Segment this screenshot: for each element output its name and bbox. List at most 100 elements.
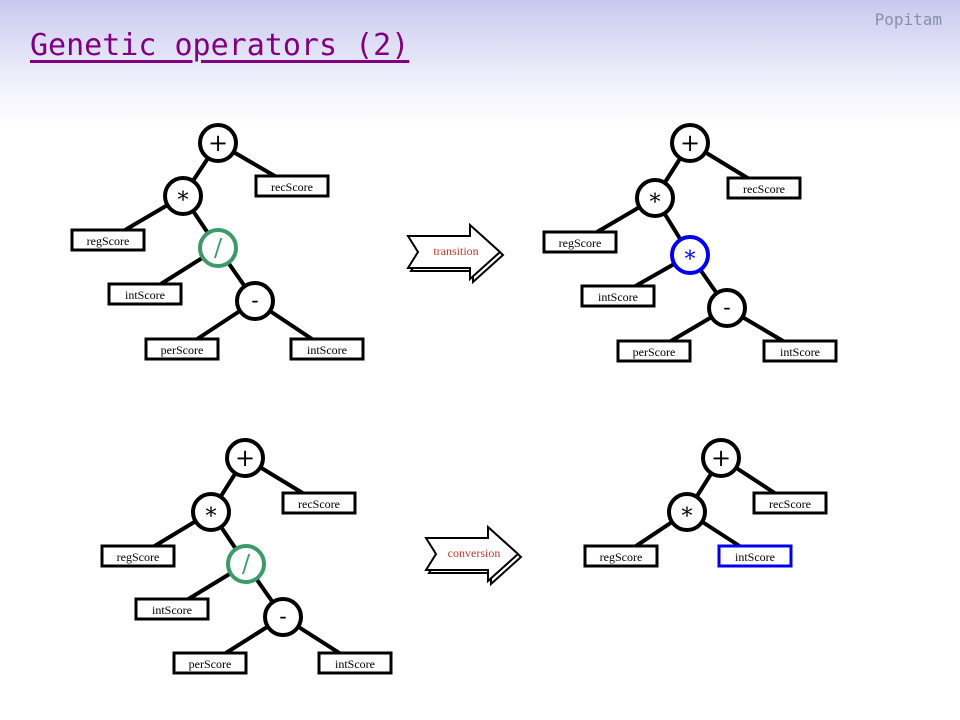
terminal-node: intScore [717,544,793,568]
operator-label: + [235,444,255,472]
terminal-node: intScore [289,337,365,361]
terminal-box [70,228,146,252]
terminal-label: perScore [161,343,204,357]
terminal-label: regScore [117,550,160,564]
terminal-box [583,544,659,568]
arrow-label: transition [433,244,478,258]
slide-title: Genetic operators (2) [30,28,410,63]
arrow-body [406,222,502,282]
operator-node: * [667,492,707,532]
operator-node: + [670,123,710,163]
terminal-label: perScore [633,345,676,359]
terminal-label: intScore [735,550,775,564]
operator-node: * [635,178,675,218]
terminal-label: intScore [307,343,347,357]
terminal-node: regScore [100,544,176,568]
arrow-label: conversion [448,546,501,560]
arrow-body [424,524,520,584]
terminal-label: intScore [780,345,820,359]
terminal-label: intScore [125,288,165,302]
terminal-label: regScore [600,550,643,564]
operator-node: + [225,438,265,478]
operator-label: * [206,505,217,530]
terminal-box [762,339,838,363]
transition-arrow: transition [406,222,505,285]
operator-label: + [208,129,228,157]
operator-label: + [711,444,731,472]
tree-2: + * recScore regScore * intScore - perScore intS… [542,123,838,363]
operator-circle [198,228,238,268]
terminal-label: recScore [298,497,340,511]
operator-label: + [680,129,700,157]
operator-node: * [670,235,710,275]
terminal-node: regScore [542,230,618,254]
terminal-box [281,491,357,515]
operator-label: / [214,234,223,262]
terminal-label: intScore [152,603,192,617]
operator-node: - [263,597,303,637]
terminal-box [100,544,176,568]
terminal-label: perScore [189,657,232,671]
terminal-label: recScore [769,497,811,511]
operator-circle [667,492,707,532]
operator-label: * [178,189,189,214]
terminal-label: recScore [271,180,313,194]
terminal-node: recScore [281,491,357,515]
operator-label: - [723,296,730,321]
operator-label: * [685,248,696,273]
terminal-box [107,282,183,306]
terminal-label: recScore [743,182,785,196]
terminal-node: intScore [762,339,838,363]
operator-circle [191,492,231,532]
terminal-node: recScore [752,491,828,515]
operator-node: * [191,492,231,532]
terminal-box [542,230,618,254]
operator-circle [263,597,303,637]
operator-label: * [650,191,661,216]
terminal-label: intScore [335,657,375,671]
terminal-box [717,544,793,568]
terminal-box [317,651,393,675]
operator-node: / [226,544,266,584]
brand-label: Popitam [874,10,942,29]
operator-circle [670,235,710,275]
tree-3: + * recScore regScore / intScore - perScore intS… [100,438,393,675]
terminal-label: intScore [598,290,638,304]
terminal-node: perScore [144,337,220,361]
terminal-label: regScore [559,236,602,250]
terminal-box [616,339,692,363]
conversion-arrow: conversion [424,524,523,587]
operator-label: - [251,289,258,314]
terminal-box [134,597,210,621]
operator-circle [707,288,747,328]
operator-circle [225,438,265,478]
terminal-box [144,337,220,361]
terminal-node: intScore [134,597,210,621]
operator-node: + [701,438,741,478]
operator-label: / [242,550,251,578]
operator-node: - [707,288,747,328]
operator-node: - [235,281,275,321]
terminal-box [254,174,330,198]
operator-circle [163,176,203,216]
terminal-box [726,176,802,200]
terminal-node: regScore [583,544,659,568]
terminal-node: recScore [254,174,330,198]
operator-circle [198,123,238,163]
operator-node: * [163,176,203,216]
operator-circle [701,438,741,478]
operator-node: + [198,123,238,163]
terminal-box [172,651,248,675]
operator-label: * [682,505,693,530]
terminal-box [580,284,656,308]
terminal-box [752,491,828,515]
operator-label: - [279,605,286,630]
terminal-node: recScore [726,176,802,200]
terminal-node: intScore [107,282,183,306]
operator-circle [635,178,675,218]
terminal-box [289,337,365,361]
terminal-node: perScore [616,339,692,363]
terminal-node: intScore [580,284,656,308]
